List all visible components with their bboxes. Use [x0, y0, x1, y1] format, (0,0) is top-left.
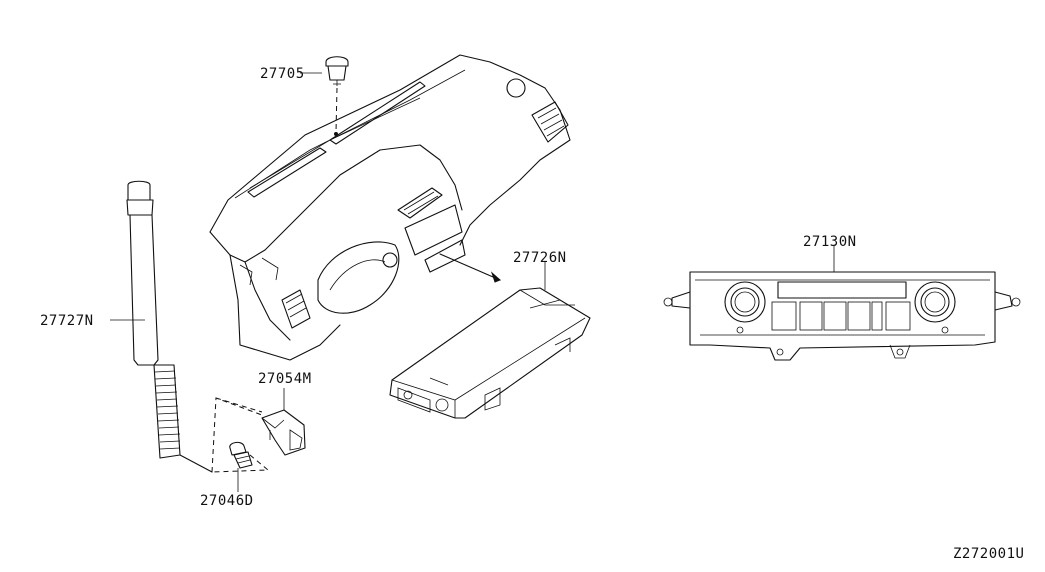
- diagram-id: Z272001U: [953, 546, 1024, 562]
- assembly-dashed-outline: [211, 397, 270, 473]
- label-27727n: 27727N: [40, 313, 94, 329]
- part-27727n-aspirator-hose: [110, 180, 213, 473]
- label-27054m: 27054M: [258, 371, 312, 387]
- part-27726n-control-module: [389, 253, 591, 419]
- label-27130n: 27130N: [803, 234, 857, 250]
- dashboard-drawing: [209, 54, 571, 361]
- part-27130n-climate-control-panel: [663, 246, 1021, 361]
- part-27054m-bracket: [261, 388, 306, 456]
- label-27726n: 27726N: [513, 250, 567, 266]
- label-27046d: 27046D: [200, 493, 254, 509]
- part-27046d-screw: [229, 441, 253, 492]
- label-27705: 27705: [260, 66, 305, 82]
- part-27705-sensor: [300, 56, 349, 133]
